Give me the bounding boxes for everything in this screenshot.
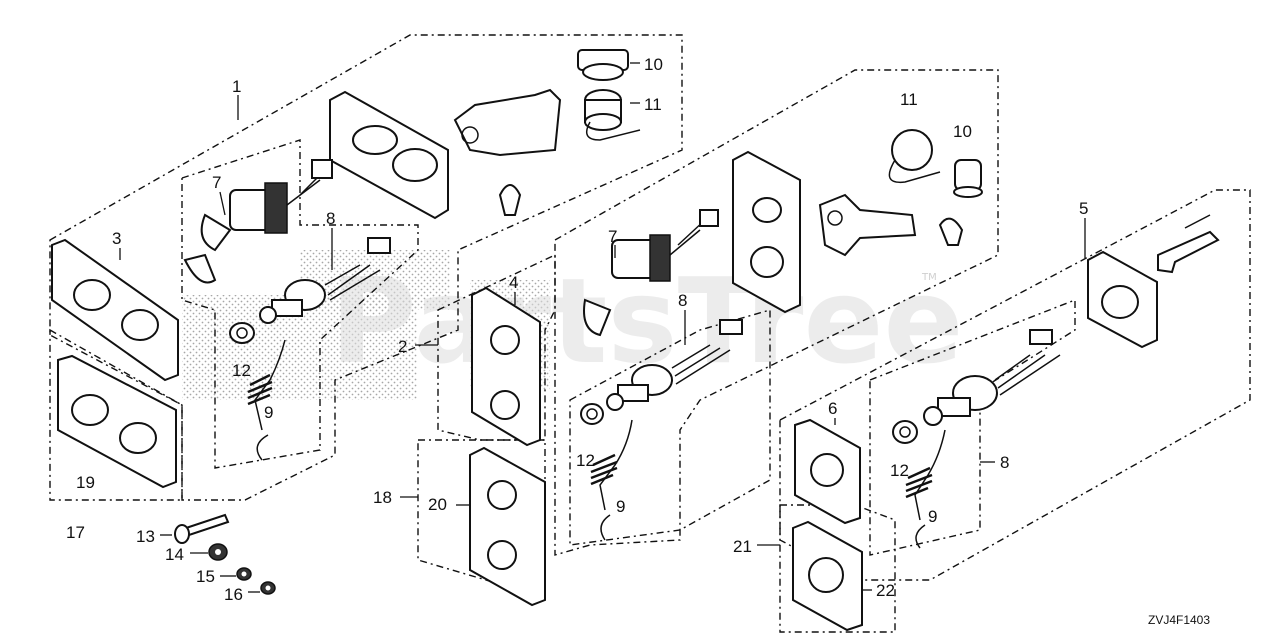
panel-plate-left [329,90,449,220]
panel-4 [471,286,541,447]
buzzer-cover-10-left [577,49,629,81]
callout-14: 14 [165,545,184,564]
diagram-code: ZVJ4F1403 [1148,613,1210,627]
group-box-5 [779,189,1251,581]
stop-switch-8-left [259,237,391,324]
callout-9-mid: 9 [616,497,625,516]
callout-18: 18 [373,488,392,507]
callout-21: 21 [733,537,752,556]
callout-8-mid: 8 [678,291,687,310]
callout-10-mid: 10 [953,122,972,141]
nut-12-right [892,420,918,444]
panel-20 [469,446,546,607]
leader-lines [119,62,1086,593]
panel-plate-mid [732,150,801,314]
callout-20: 20 [428,495,447,514]
callout-8-right: 8 [1000,453,1009,472]
group-box-1 [49,34,683,501]
washer-16 [260,581,276,595]
buzzer-11-left [584,89,641,141]
callout-19: 19 [76,473,95,492]
panel-3 [51,238,179,382]
callout-3: 3 [112,229,121,248]
panel-19 [57,354,177,489]
lanyard-9-left [247,339,286,461]
washer-15 [236,567,252,581]
group-box-inner-1 [181,139,419,469]
callout-12-left: 12 [232,361,251,380]
buzzer-cover-10-mid [953,159,983,198]
callout-13: 13 [136,527,155,546]
group-box-inner-8a [569,309,771,546]
callout-11-mid: 11 [900,90,918,109]
callout-16: 16 [224,585,243,604]
panel-6 [794,418,861,525]
mounting-bracket-mid [818,193,964,257]
bracket-right [1157,214,1220,274]
mounting-bracket-left [453,88,562,216]
nut-12-mid [580,403,604,425]
callout-8-left: 8 [326,209,335,228]
callout-2: 2 [398,337,407,356]
watermark-trademark: TM [921,272,937,283]
callout-15: 15 [196,567,215,586]
callout-10-left: 10 [644,55,663,74]
callout-22: 22 [876,581,895,600]
buzzer-11-mid [888,129,941,184]
nut-14 [208,543,228,561]
callout-9-right: 9 [928,507,937,526]
callout-12-right: 12 [890,461,909,480]
lanyard-9-right [905,429,946,549]
callout-7-mid: 7 [608,227,617,246]
stop-switch-8-mid [606,319,743,411]
callout-7-left: 7 [212,173,221,192]
callout-11-left: 11 [644,95,662,114]
callout-numbers: 1 2 3 4 5 6 7 7 8 8 8 9 9 9 10 10 11 11 … [66,55,1088,604]
callout-1: 1 [232,77,241,96]
ignition-switch-7-mid [583,209,719,337]
panel-22 [792,520,863,632]
callout-5: 5 [1079,199,1088,218]
ignition-switch-7-left [183,159,333,284]
group-box-mid [554,69,999,556]
callout-17: 17 [66,523,85,542]
callout-4: 4 [509,273,518,292]
stop-switch-8-right [923,329,1061,426]
lanyard-9-mid [590,419,633,541]
nut-12-left [229,322,255,344]
panel-plate-right [1087,250,1158,349]
callout-12-mid: 12 [576,451,595,470]
callout-6: 6 [828,399,837,418]
bolt-13 [174,513,230,544]
callout-9-left: 9 [264,403,273,422]
